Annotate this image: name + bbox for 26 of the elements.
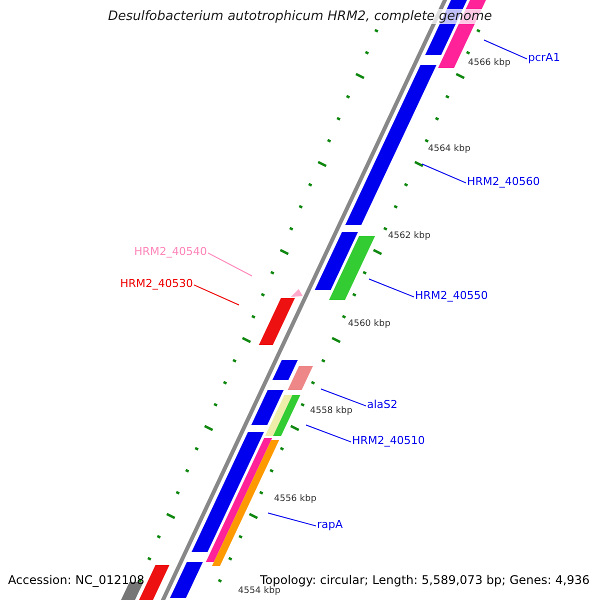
gene-label: alaS2: [367, 399, 398, 412]
leader-line: [208, 252, 252, 276]
leader-line: [268, 512, 316, 526]
gene-label: HRM2_40560: [467, 176, 540, 189]
accession-text: Accession: NC_012108: [8, 574, 144, 588]
title: Desulfobacterium autotrophicum HRM2, complete genome: [106, 10, 494, 25]
tick-label: 4562 kbp: [388, 231, 430, 242]
tick-label: 4566 kbp: [468, 58, 510, 68]
tick-label: 4560 kbp: [348, 319, 390, 330]
leader-line: [484, 40, 528, 60]
tick-label: 4556 kbp: [274, 494, 316, 504]
gene-label: HRM2_40550: [415, 290, 488, 303]
leader-line: [320, 388, 366, 406]
gene-label: pcrA1: [528, 52, 560, 65]
topology-text: Topology: circular; Length: 5,589,073 bp; Genes: 4,936: [260, 574, 590, 587]
gene-label: HRM2_40510: [352, 435, 425, 448]
tick-label: 4558 kbp: [310, 406, 352, 416]
tick-label: 4564 kbp: [428, 144, 470, 154]
gene-label: rapA: [317, 519, 343, 532]
tick-label: 4554 kbp: [238, 586, 280, 596]
leader-line: [194, 284, 240, 306]
gene-label: HRM2_40540: [134, 246, 207, 259]
leader-line: [368, 278, 414, 298]
leader-line: [422, 164, 466, 184]
gene-label: HRM2_40530: [120, 278, 193, 291]
leader-line: [306, 424, 352, 442]
